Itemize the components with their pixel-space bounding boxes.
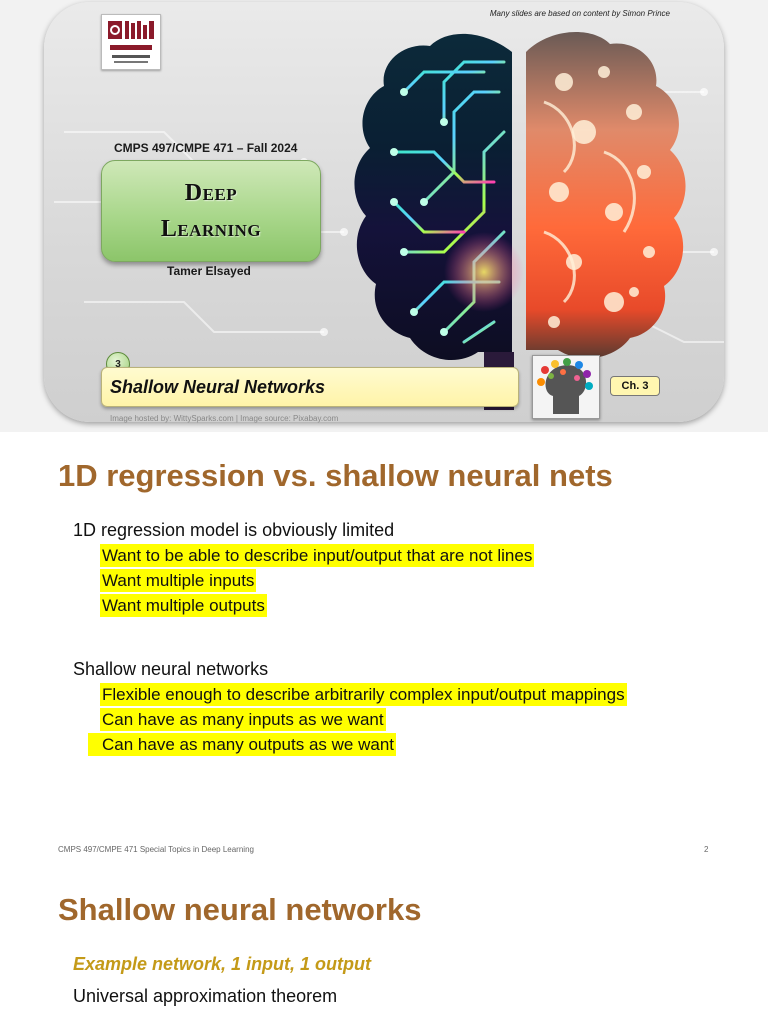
group1-item: Want multiple outputs (100, 594, 267, 617)
slide-page-number: 2 (704, 845, 709, 854)
course-code: CMPS 497/CMPE 471 – Fall 2024 (114, 141, 298, 155)
title-slide: Many slides are based on content by Simo… (0, 0, 768, 432)
slide-footer: CMPS 497/CMPE 471 Special Topics in Deep… (58, 845, 254, 854)
course-title-line1: Deep (184, 180, 238, 206)
title-slide-frame (44, 2, 724, 422)
topic-bar: Shallow Neural Networks (101, 367, 519, 407)
group2-item: Flexible enough to describe arbitrarily … (100, 683, 627, 706)
slide-shallow-networks: Shallow neural networks Example network,… (0, 864, 768, 1024)
group2-item: Can have as many outputs as we want (88, 733, 396, 756)
content-credit: Many slides are based on content by Simo… (489, 9, 670, 18)
chapter-badge: Ch. 3 (610, 376, 660, 396)
author-name: Tamer Elsayed (167, 264, 251, 278)
slide3-line: Universal approximation theorem (73, 986, 338, 1006)
slide3-title: Shallow neural networks (58, 892, 422, 927)
slide2-title: 1D regression vs. shallow neural nets (58, 458, 613, 493)
group1-item: Want multiple inputs (100, 569, 257, 592)
book-cover-thumbnail (532, 355, 600, 419)
course-title-line2: Learning (160, 216, 262, 242)
qatar-university-logo (101, 14, 161, 70)
group1-heading: 1D regression model is obviously limited (73, 520, 395, 540)
topic-title: Shallow Neural Networks (110, 376, 326, 397)
group2-heading: Shallow neural networks (73, 659, 269, 679)
group1-item: Want to be able to describe input/output… (100, 544, 535, 567)
group2-item: Can have as many inputs as we want (100, 708, 386, 731)
slide3-subheading: Example network, 1 input, 1 output (73, 954, 372, 974)
brain-illustration (54, 32, 724, 410)
image-credit: Image hosted by: WittySparks.com | Image… (110, 414, 339, 423)
course-title-box: Deep Learning (101, 160, 321, 262)
slide-1d-regression: 1D regression vs. shallow neural nets 1D… (0, 432, 768, 864)
